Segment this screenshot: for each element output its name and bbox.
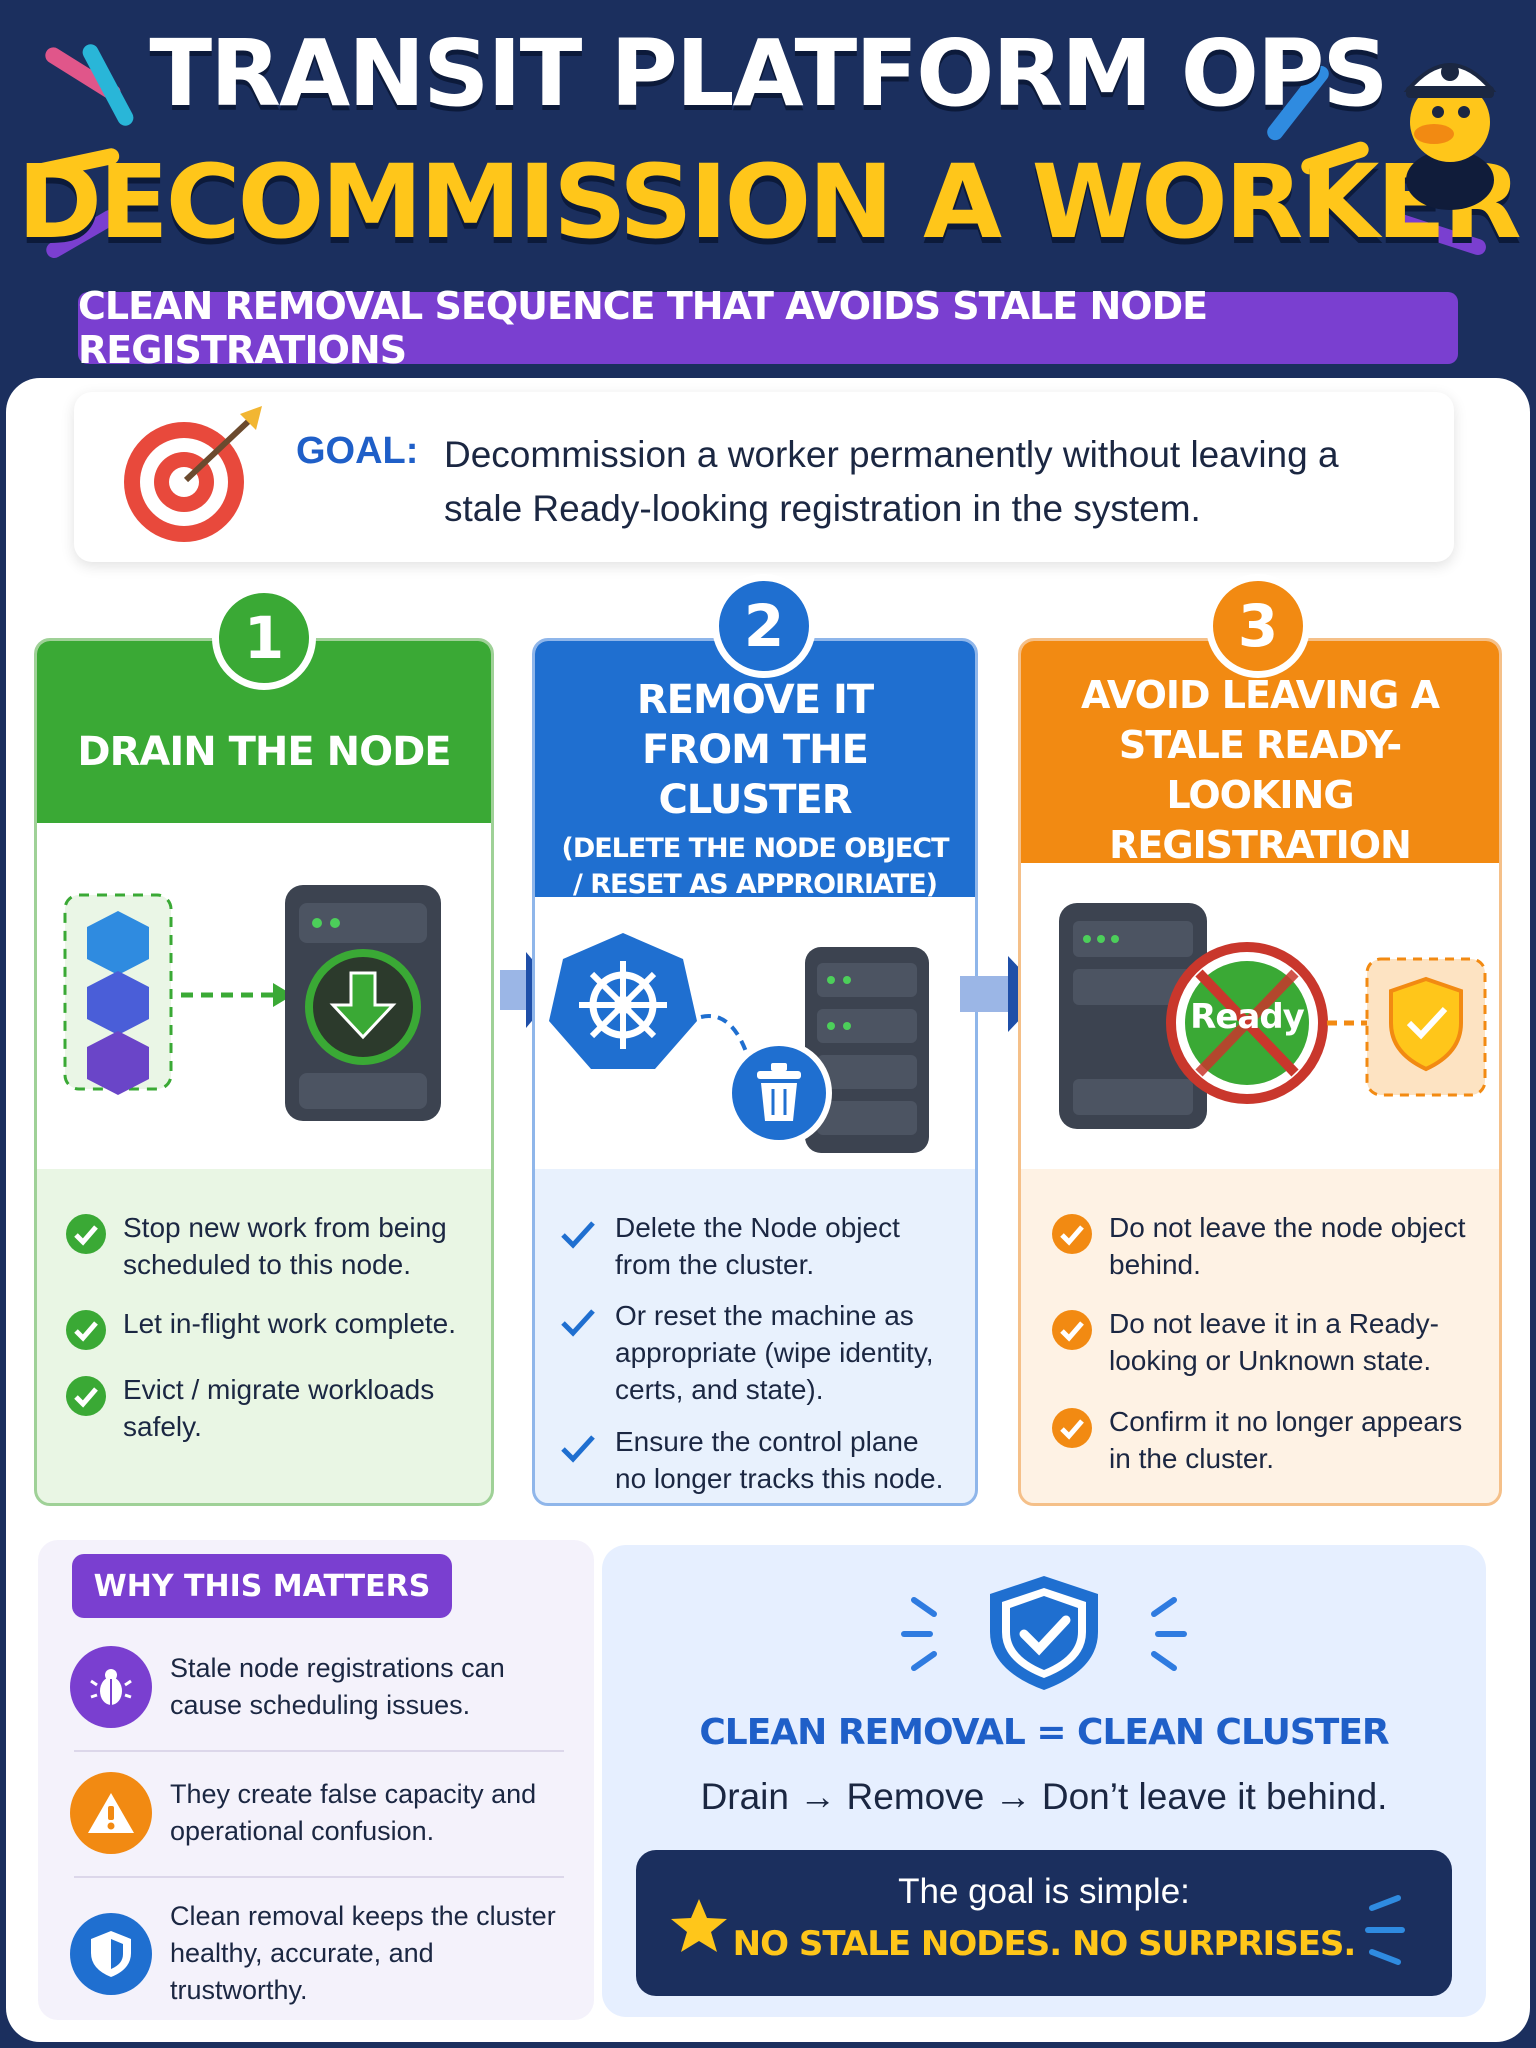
goal-box <box>74 392 1454 562</box>
check-circle-icon <box>1052 1310 1092 1350</box>
target-icon <box>124 406 262 542</box>
step-2-bullet: Delete the Node object from the cluster. <box>557 1209 957 1283</box>
shield-check-icon <box>901 1576 1187 1690</box>
step-1-bullet: Let in-flight work complete. <box>65 1305 475 1351</box>
goal-summary-line-2: NO STALE NODES. NO SURPRISES. <box>732 1924 1357 1964</box>
step-3-card: AVOID LEAVING A STALE READY-LOOKING REGI… <box>1018 638 1502 1506</box>
decorative-burst-icon <box>1365 1895 1405 1965</box>
step-3-bullet: Do not leave it in a Ready-looking or Un… <box>1051 1305 1481 1379</box>
why-item-text: Clean removal keeps the cluster healthy,… <box>170 1901 556 2005</box>
step-1-bullet: Stop new work from being scheduled to th… <box>65 1209 475 1283</box>
why-item: Stale node registrations can cause sched… <box>70 1646 570 1728</box>
step-2-illustration <box>535 897 975 1169</box>
step-1-number-badge: 1 <box>212 586 316 690</box>
check-circle-icon <box>66 1310 106 1350</box>
step-1-bullets: Stop new work from being scheduled to th… <box>37 1169 491 1503</box>
subtitle-banner: CLEAN REMOVAL SEQUENCE THAT AVOIDS STALE… <box>78 284 1458 372</box>
captain-duck-mascot-icon <box>1403 63 1497 210</box>
remove-from-cluster-illustration-icon <box>549 933 929 1153</box>
goal-label: GOAL: <box>296 430 419 472</box>
step-1-card: DRAIN THE NODE Stop new work from being … <box>34 638 494 1506</box>
step-1-bullet: Evict / migrate workloads safely. <box>65 1371 475 1445</box>
drain-node-illustration-icon <box>63 885 441 1121</box>
warning-icon <box>70 1772 152 1854</box>
bug-icon <box>70 1646 152 1728</box>
goal-summary-line-1: The goal is simple: <box>898 1872 1190 1911</box>
why-item-text: Stale node registrations can cause sched… <box>170 1653 505 1720</box>
check-circle-icon <box>1052 1408 1092 1448</box>
divider <box>74 1750 564 1752</box>
step-2-header: REMOVE IT FROM THE CLUSTER (DELETE THE N… <box>535 641 975 900</box>
step-1-title: DRAIN THE NODE <box>77 729 451 775</box>
clean-removal-title: CLEAN REMOVAL = CLEAN CLUSTER <box>699 1712 1389 1753</box>
check-circle-icon <box>1052 1214 1092 1254</box>
step-3-bullet: Confirm it no longer appears in the clus… <box>1051 1403 1481 1477</box>
divider <box>74 1876 564 1878</box>
ready-status-label: Ready <box>1190 997 1305 1037</box>
star-icon <box>671 1899 727 1952</box>
step-3-bullet: Do not leave the node object behind. <box>1051 1209 1481 1283</box>
stale-registration-illustration-icon <box>1059 903 1487 1129</box>
shield-icon <box>70 1912 152 1995</box>
step-2-bullet: Or reset the machine as appropriate (wip… <box>557 1297 957 1408</box>
check-circle-icon <box>66 1376 106 1416</box>
title-line-2: DECOMMISSION A WORKER <box>17 143 1521 262</box>
step-3-header: AVOID LEAVING A STALE READY-LOOKING REGI… <box>1021 641 1499 867</box>
step-2-number-badge: 2 <box>712 574 816 678</box>
step-2-title: REMOVE IT FROM THE CLUSTER <box>636 677 874 823</box>
step-2-card: REMOVE IT FROM THE CLUSTER (DELETE THE N… <box>532 638 978 1506</box>
why-item: Clean removal keeps the cluster healthy,… <box>70 1898 570 2009</box>
title-line-1: TRANSIT PLATFORM OPS <box>149 20 1388 127</box>
step-2-subtitle: (DELETE THE NODE OBJECT / RESET AS APPRO… <box>561 833 949 900</box>
step-3-number-badge: 3 <box>1206 574 1310 678</box>
step-1-illustration <box>37 823 491 1169</box>
header: TRANSIT PLATFORM OPS DECOMMISSION A WORK… <box>0 0 1536 380</box>
step-3-illustration: Ready <box>1021 863 1499 1169</box>
clean-removal-flow: Drain → Remove → Don’t leave it behind. <box>700 1776 1388 1817</box>
check-circle-icon <box>66 1214 106 1254</box>
step-3-title: AVOID LEAVING A STALE READY-LOOKING REGI… <box>1081 673 1440 867</box>
check-icon <box>561 1221 595 1249</box>
why-item: They create false capacity and operation… <box>70 1772 570 1854</box>
goal-text: Decommission a worker permanently withou… <box>444 434 1339 529</box>
check-icon <box>561 1435 595 1463</box>
why-item-text: They create false capacity and operation… <box>170 1779 537 1846</box>
why-this-matters-tag: WHY THIS MATTERS <box>72 1554 452 1618</box>
check-icon <box>561 1309 595 1337</box>
step-2-bullet: Ensure the control plane no longer track… <box>557 1423 957 1497</box>
step-2-bullets: Delete the Node object from the cluster.… <box>535 1169 975 1503</box>
goal-summary-box <box>636 1850 1452 1996</box>
step-3-bullets: Do not leave the node object behind. Do … <box>1021 1169 1499 1503</box>
